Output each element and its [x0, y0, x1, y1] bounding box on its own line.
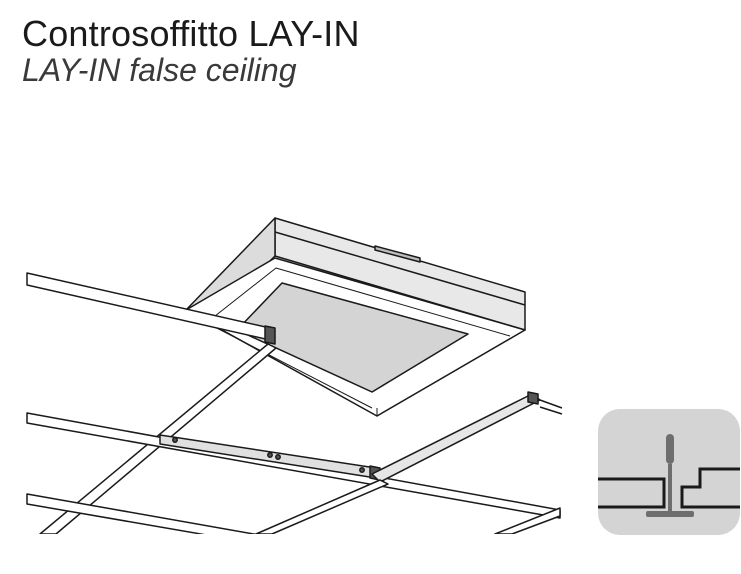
t-bar-profile-detail-icon: [598, 409, 740, 535]
cross-tbar-right: [371, 393, 541, 483]
main-tbar-clip: [264, 325, 276, 345]
cross-tbar-lower: [255, 479, 389, 535]
page-title: Controsoffitto LAY-IN: [22, 13, 360, 54]
housing-clip: [374, 245, 421, 263]
page-subtitle: LAY-IN false ceiling: [22, 52, 297, 88]
diffuser-panel: [236, 282, 469, 393]
